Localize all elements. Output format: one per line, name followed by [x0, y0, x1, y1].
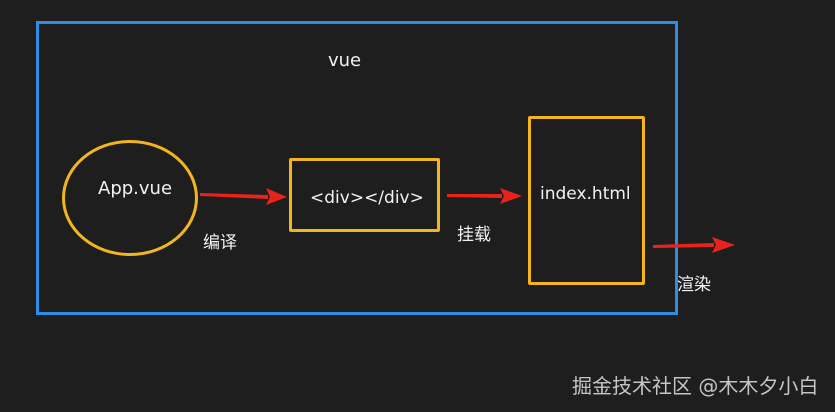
index-html-label: index.html [540, 184, 631, 204]
div-label: <div></div> [310, 188, 424, 208]
app-vue-label: App.vue [98, 178, 173, 199]
arrow-compile-icon [200, 188, 287, 205]
container-label: vue [328, 50, 362, 71]
edge-label-render: 渲染 [677, 275, 711, 295]
arrow-mount-icon [447, 188, 522, 204]
edge-label-compile: 编译 [203, 233, 237, 253]
watermark: 掘金技术社区 @木木夕小白 [572, 374, 819, 398]
arrow-render-icon [653, 237, 735, 253]
edge-label-mount: 挂载 [457, 225, 491, 245]
app-vue-node [62, 140, 198, 256]
vue-container [36, 21, 678, 315]
div-node [289, 158, 440, 232]
index-html-node [528, 116, 645, 285]
